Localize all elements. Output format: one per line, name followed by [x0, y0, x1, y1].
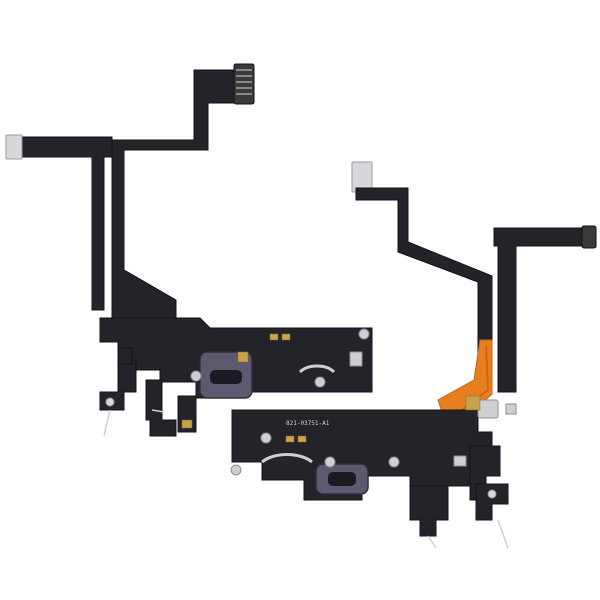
- right-screw-hole-a: [324, 456, 336, 468]
- right-small-tab: [453, 455, 467, 467]
- left-antenna-wire-a: [103, 409, 111, 437]
- right-gold-tab: [465, 395, 481, 411]
- right-chip-b: [297, 435, 307, 443]
- right-screw-hole-b: [388, 456, 400, 468]
- left-antenna-tail-b: [145, 379, 177, 437]
- left-screw-hole-c: [358, 328, 370, 340]
- right-side-connector: [581, 225, 597, 249]
- right-small-tab-b: [505, 403, 517, 415]
- right-part-label: 821-03751-A1: [286, 420, 330, 427]
- left-screw-hole-a: [190, 370, 202, 382]
- left-charging-port-flex: [5, 63, 373, 437]
- left-chip-a: [269, 333, 279, 341]
- right-charging-port-opening: [328, 472, 356, 486]
- left-gold-tab: [237, 351, 249, 363]
- left-antenna-tail-a: [99, 359, 137, 411]
- left-bracket-tab: [349, 351, 363, 367]
- right-antenna-wire-c: [427, 535, 437, 549]
- left-side-contact: [5, 134, 23, 160]
- right-main-board: [231, 409, 493, 501]
- left-charging-port-opening: [210, 370, 242, 384]
- right-antenna-wire-b: [497, 519, 509, 549]
- right-chip-a: [285, 435, 295, 443]
- left-chip-b: [281, 333, 291, 341]
- left-bracket-arc: [298, 364, 336, 374]
- left-gold-tab-b: [181, 419, 193, 429]
- left-antenna-wire-b: [151, 409, 165, 413]
- left-antenna-pad-a: [105, 397, 115, 407]
- right-screw-hole-c: [230, 464, 242, 476]
- left-top-connector-pins: [236, 69, 252, 95]
- left-small-tail: [117, 347, 133, 365]
- right-charging-port-flex: 821-03751-A1: [230, 161, 597, 549]
- left-screw-hole-b: [314, 376, 326, 388]
- right-antenna-pad-b: [487, 489, 497, 499]
- right-antenna-tail-c: [409, 485, 449, 537]
- right-bracket-plate: [477, 399, 499, 419]
- right-antenna-tail-b: [475, 483, 509, 521]
- right-screw-hole-d: [260, 432, 272, 444]
- right-bracket-arc: [261, 453, 313, 464]
